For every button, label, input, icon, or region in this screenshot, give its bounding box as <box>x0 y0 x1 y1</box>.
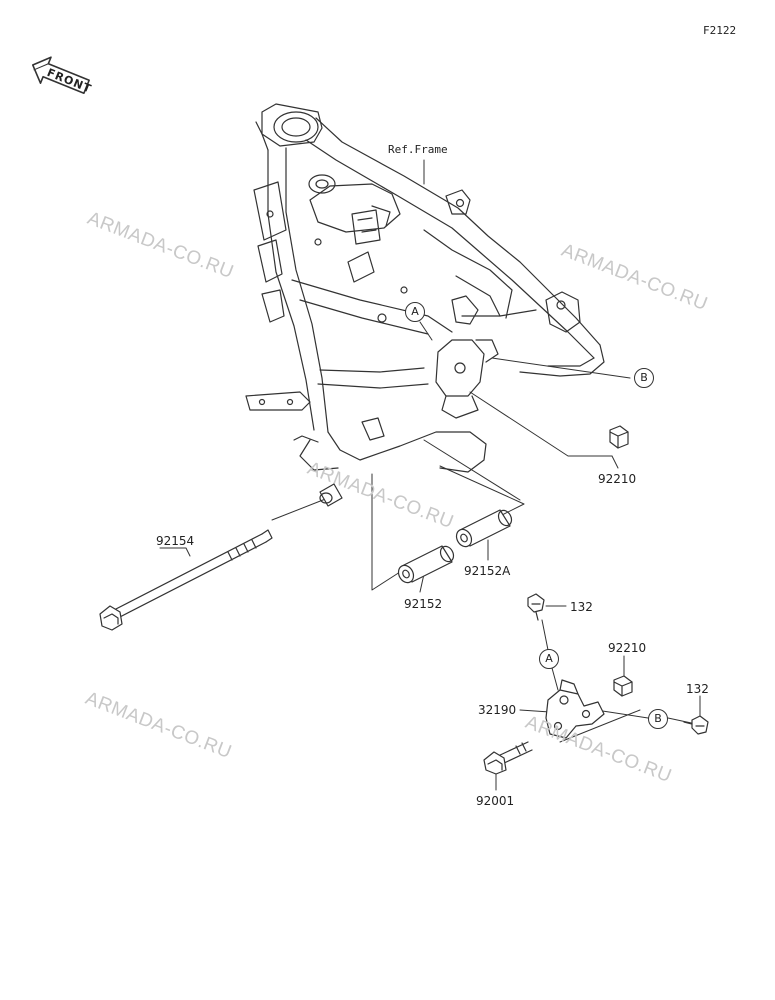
part-132-bolt-top <box>527 593 545 621</box>
callout-b-lower: B <box>648 709 668 729</box>
leader-lines <box>159 159 701 791</box>
callout-b-top: B <box>634 368 654 388</box>
frame-spacer-drawing <box>319 483 343 507</box>
part-92001-bolt <box>483 741 533 775</box>
part-32190-bracket <box>545 679 605 739</box>
part-label-92210-lower: 92210 <box>608 641 647 655</box>
callout-a-lower: A <box>539 649 559 669</box>
part-label-132-top: 132 <box>570 600 593 614</box>
part-92210-nut-top <box>609 425 629 449</box>
callout-a-top: A <box>405 302 425 322</box>
part-92210-nut-lower <box>613 675 633 697</box>
part-label-92152: 92152 <box>404 597 443 611</box>
part-92152-collar <box>397 545 455 584</box>
part-92152a-collar <box>455 509 513 548</box>
part-label-92001: 92001 <box>476 794 515 808</box>
front-arrow-icon <box>31 56 90 94</box>
part-92154-bolt <box>99 529 273 631</box>
part-label-32190: 32190 <box>478 703 517 717</box>
ref-frame-label: Ref.Frame <box>388 143 448 156</box>
part-label-92154: 92154 <box>156 534 195 548</box>
part-label-92152a: 92152A <box>464 564 511 578</box>
part-label-132-right: 132 <box>686 682 709 696</box>
motorcycle-frame-drawing <box>245 103 605 473</box>
part-label-92210-top: 92210 <box>598 472 637 486</box>
figure-code: F2122 <box>703 24 737 37</box>
part-132-bolt-right <box>683 715 709 735</box>
